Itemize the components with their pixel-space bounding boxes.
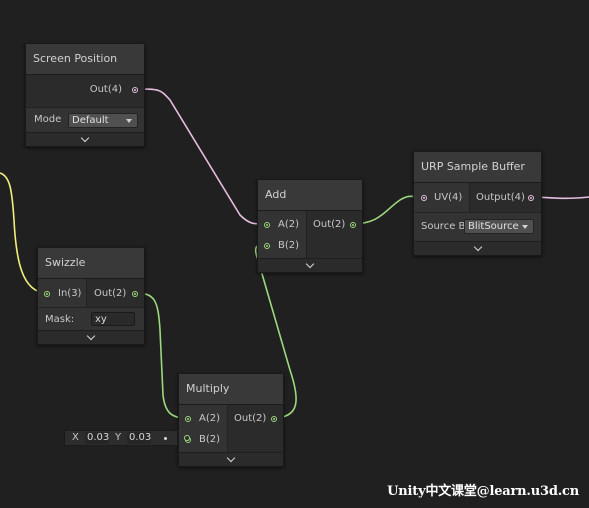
a-port-label: A(2) (199, 413, 221, 424)
in-port-label: In(3) (58, 288, 82, 299)
wire-input-to-swizzle (0, 172, 47, 294)
collapse-footer[interactable] (38, 330, 144, 344)
properties-panel: Mask: xy (38, 307, 144, 333)
wire-screenpos-to-add (134, 88, 268, 225)
node-title: URP Sample Buffer (414, 152, 541, 183)
input-ports-panel (38, 279, 87, 307)
collapse-footer[interactable] (258, 258, 362, 272)
b-port-label: B(2) (278, 240, 300, 251)
mode-value: Default (72, 115, 109, 126)
node-title: Multiply (179, 374, 283, 405)
chevron-down-icon (305, 259, 315, 269)
urp-sample-buffer-node[interactable]: URP Sample Buffer UV(4) Output(4) Source… (413, 151, 542, 256)
properties-panel: Mode Default (26, 107, 144, 134)
out-port[interactable] (132, 291, 138, 297)
node-title: Screen Position (26, 44, 144, 75)
chevron-down-icon (473, 242, 482, 252)
out-port-label: Out(2) (313, 219, 346, 230)
mode-label: Mode (34, 114, 62, 125)
out-port[interactable] (132, 87, 138, 93)
properties-panel: Source Bu BlitSource (414, 212, 541, 241)
output-port[interactable] (528, 195, 534, 201)
source-buffer-label: Source Bu (421, 221, 467, 232)
input-ports-panel (179, 405, 228, 455)
swizzle-node[interactable]: Swizzle In(3) Out(2) Mask: xy (37, 247, 145, 345)
inline-vector-out-port[interactable] (184, 435, 190, 441)
source-buffer-dropdown[interactable]: BlitSource (464, 219, 534, 234)
inline-vector2-input[interactable]: X 0.03 Y 0.03 (64, 430, 178, 446)
a-port-label: A(2) (278, 219, 300, 230)
b-port-label: B(2) (199, 434, 221, 445)
vector-dot-icon (164, 437, 167, 440)
mode-dropdown[interactable]: Default (68, 113, 138, 128)
out-port[interactable] (350, 222, 356, 228)
b-port[interactable] (264, 243, 270, 249)
y-value-field[interactable]: 0.03 (127, 432, 152, 444)
node-title: Swizzle (38, 248, 144, 279)
uv-port[interactable] (421, 195, 427, 201)
dropdown-arrow-icon (126, 119, 132, 123)
chevron-down-icon (226, 453, 236, 463)
out-port-label: Out(4) (89, 84, 122, 95)
wire-swizzle-to-multiply (134, 292, 187, 419)
mask-field[interactable]: xy (91, 312, 135, 326)
out-port-label: Out(2) (94, 288, 127, 299)
in-port[interactable] (44, 291, 50, 297)
collapse-footer[interactable] (26, 132, 144, 146)
screen-position-node[interactable]: Screen Position Out(4) Mode Default (25, 43, 145, 147)
out-port-label: Out(2) (234, 413, 267, 424)
collapse-footer[interactable] (179, 452, 283, 466)
chevron-down-icon (80, 133, 90, 143)
x-value-field[interactable]: 0.03 (85, 432, 110, 444)
uv-port-label: UV(4) (434, 192, 463, 203)
node-title: Add (258, 180, 362, 211)
source-buffer-value: BlitSource (468, 221, 519, 232)
a-port[interactable] (264, 222, 270, 228)
a-port[interactable] (185, 416, 191, 422)
add-node[interactable]: Add A(2) B(2) Out(2) (257, 179, 363, 273)
out-port[interactable] (271, 416, 277, 422)
y-label: Y (115, 432, 122, 443)
mask-label: Mask: (45, 314, 75, 325)
input-ports-panel (258, 211, 307, 261)
multiply-node[interactable]: Multiply A(2) B(2) Out(2) (178, 373, 284, 467)
x-label: X (72, 432, 79, 443)
dropdown-arrow-icon (522, 225, 528, 229)
watermark: Unity中文课堂@learn.u3d.cn (387, 484, 579, 499)
chevron-down-icon (86, 331, 96, 341)
output-port-label: Output(4) (476, 192, 525, 203)
collapse-footer[interactable] (414, 241, 541, 255)
